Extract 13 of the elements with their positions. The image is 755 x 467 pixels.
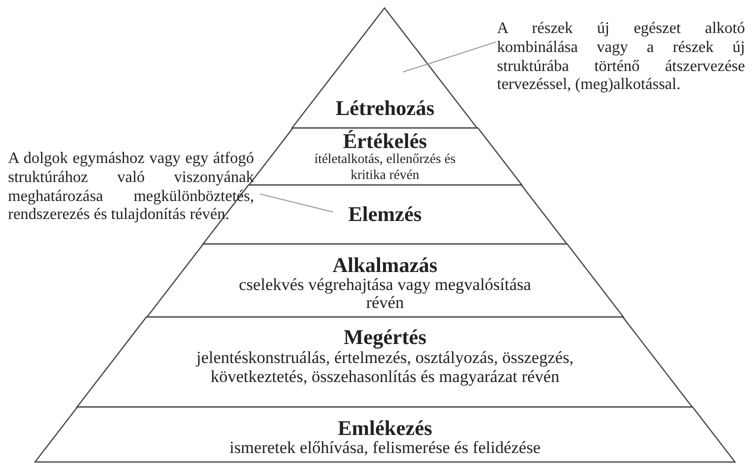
level-title: Alkalmazás bbox=[332, 254, 438, 276]
level-title: Értékelés bbox=[342, 131, 427, 151]
annotation-text: A részek új egészet alkotó kombinálása vagy a részek új struktúrába történő átszervezése tervezéssel, (meg)alkotással. bbox=[497, 20, 745, 96]
level-title: Emlékezés bbox=[338, 417, 432, 439]
level-title: Létrehozás bbox=[336, 96, 434, 120]
leader-line bbox=[402, 42, 496, 72]
leader-line bbox=[260, 194, 334, 212]
level-title: Elemzés bbox=[348, 202, 422, 226]
level-description: ismeretek előhívása, felismerése és felidézése bbox=[229, 439, 541, 456]
level-description: jelentéskonstruálás, értelmezés, osztályozás, összegzés, következtetés, összehasonlítás és magyarázat révén bbox=[194, 348, 575, 386]
level-title: Megértés bbox=[344, 326, 426, 348]
level-description: ítéletalkotás, ellenőrzés és kritika révén bbox=[313, 151, 457, 182]
level-description: cselekvés végrehajtása vagy megvalósítása révén bbox=[238, 276, 532, 312]
